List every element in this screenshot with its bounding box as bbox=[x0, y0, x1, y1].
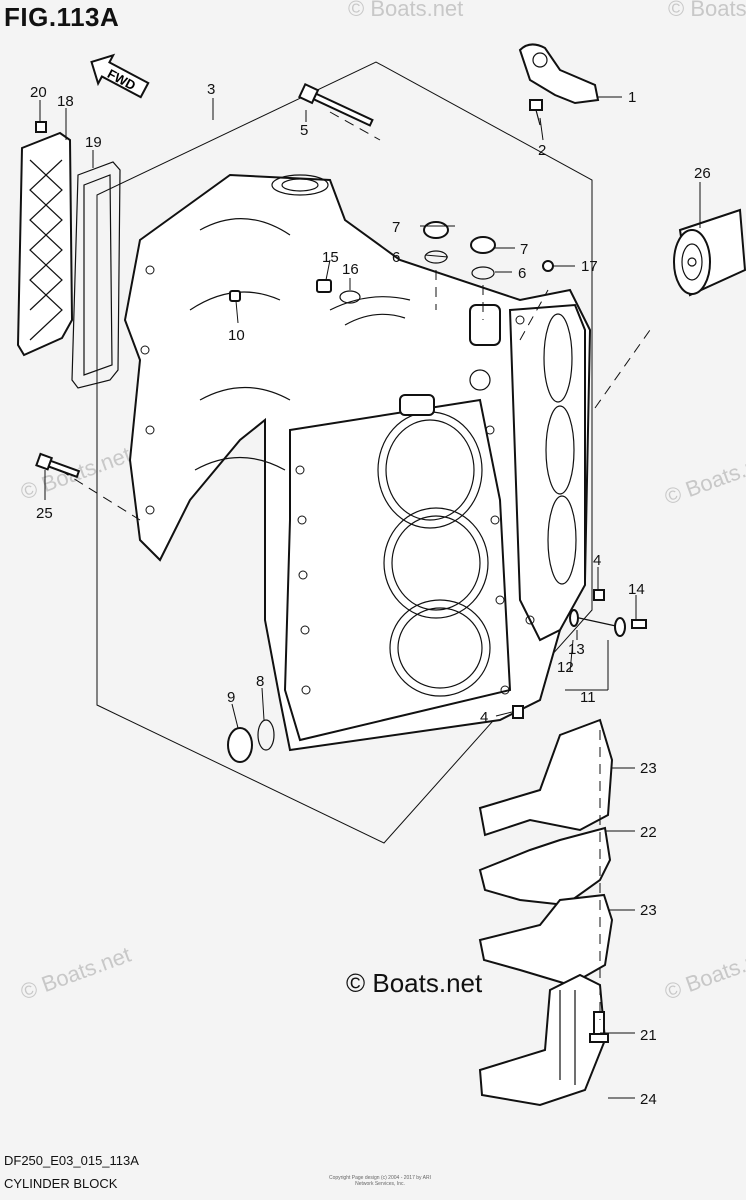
callout-22: 22 bbox=[640, 824, 657, 841]
callout-13: 13 bbox=[568, 641, 585, 658]
callout-17: 17 bbox=[581, 258, 598, 275]
bracket-part bbox=[518, 43, 600, 105]
watermark-faint: © Boats.net bbox=[668, 0, 746, 21]
callout-20: 20 bbox=[30, 84, 47, 101]
callout-6: 6 bbox=[392, 249, 400, 266]
callout-6: 6 bbox=[518, 265, 526, 282]
watermark-main: © Boats.net bbox=[346, 968, 483, 998]
callout-25: 25 bbox=[36, 505, 53, 522]
callout-21: 21 bbox=[640, 1027, 657, 1044]
callout-10: 10 bbox=[228, 327, 245, 344]
assembly-frame bbox=[96, 61, 593, 844]
bolt-part bbox=[529, 99, 543, 126]
diagram-name: CYLINDER BLOCK bbox=[4, 1176, 118, 1191]
watermark-faint: © Boats.net bbox=[348, 0, 463, 21]
copyright-notice: Copyright Page design (c) 2004 - 2017 by… bbox=[328, 1175, 431, 1187]
callout-1: 1 bbox=[628, 89, 636, 106]
pin-part bbox=[512, 705, 524, 719]
oil-pan-gasket-upper bbox=[478, 718, 614, 837]
callout-9: 9 bbox=[227, 689, 235, 706]
diagram-code: DF250_E03_015_113A bbox=[4, 1153, 139, 1168]
callout-5: 5 bbox=[300, 122, 308, 139]
callout-2: 2 bbox=[538, 142, 546, 159]
leader-lines bbox=[39, 96, 701, 1099]
oil-pan-gasket-lower bbox=[478, 893, 614, 987]
callout-4: 4 bbox=[593, 552, 601, 569]
callout-4: 4 bbox=[480, 709, 488, 726]
callout-3: 3 bbox=[207, 81, 215, 98]
callout-14: 14 bbox=[628, 581, 645, 598]
side-gasket-part bbox=[71, 161, 121, 389]
fwd-label: FWD bbox=[105, 66, 138, 93]
fitting-part bbox=[316, 279, 332, 293]
sensor-part bbox=[569, 589, 647, 637]
callout-19: 19 bbox=[85, 134, 102, 151]
long-bolt-part bbox=[298, 82, 374, 127]
callout-24: 24 bbox=[640, 1091, 657, 1108]
fwd-arrow: FWD bbox=[90, 53, 150, 99]
drain-plug-part bbox=[227, 727, 253, 763]
cylinder-block bbox=[123, 173, 592, 752]
callout-26: 26 bbox=[694, 165, 711, 182]
assembly-lines bbox=[59, 111, 651, 1020]
callout-labels: 1 2 3 4 4 5 6 6 7 7 8 9 10 11 12 13 14 1… bbox=[30, 81, 711, 1108]
pan-bolt-part bbox=[589, 1011, 609, 1043]
callout-15: 15 bbox=[322, 249, 339, 266]
small-plug-part bbox=[542, 260, 554, 272]
watermark-faint: © Boats.net bbox=[661, 942, 746, 1005]
callout-11: 11 bbox=[580, 689, 596, 706]
callout-23: 23 bbox=[640, 760, 657, 777]
watermark-faint: © Boats.net bbox=[17, 942, 134, 1005]
plug-and-oring bbox=[423, 221, 496, 280]
callout-8: 8 bbox=[256, 673, 264, 690]
callout-16: 16 bbox=[342, 261, 359, 278]
side-cover-part bbox=[16, 131, 74, 357]
oil-pan-cover-part bbox=[478, 973, 607, 1107]
callout-23: 23 bbox=[640, 902, 657, 919]
dowel-pin-part bbox=[229, 290, 241, 302]
figure-title: FIG.113A bbox=[4, 2, 120, 32]
oil-filter-part bbox=[673, 208, 746, 297]
callout-18: 18 bbox=[57, 93, 74, 110]
watermark-faint: © Boats.net bbox=[661, 447, 746, 510]
callout-7: 7 bbox=[392, 219, 400, 236]
callout-12: 12 bbox=[557, 659, 574, 676]
cover-bolt-part bbox=[35, 121, 47, 133]
clamp-part bbox=[339, 290, 361, 304]
seal-part bbox=[257, 719, 275, 751]
oil-pan-plate bbox=[478, 826, 612, 907]
callout-7: 7 bbox=[520, 241, 528, 258]
